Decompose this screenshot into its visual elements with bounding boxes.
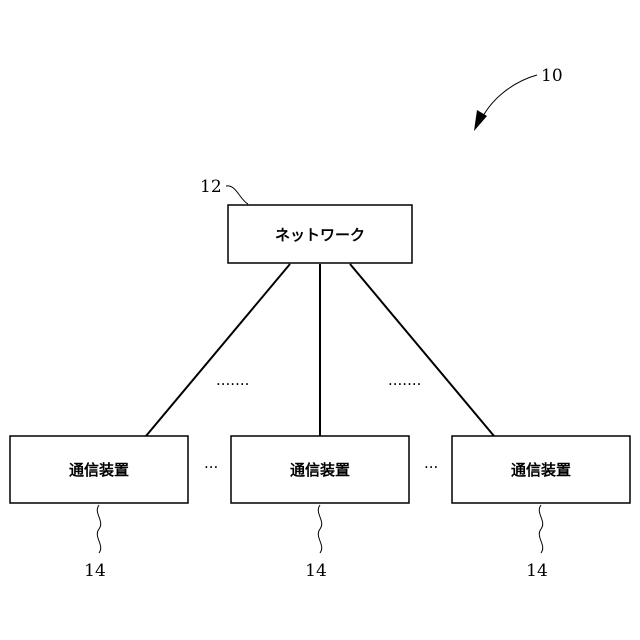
system-reference-number: 10 xyxy=(541,66,563,86)
device-label-3: 通信装置 xyxy=(511,461,571,479)
device-reference-leader-3 xyxy=(539,505,542,553)
device-reference-number-1: 14 xyxy=(84,561,106,581)
device-reference-leader-1 xyxy=(97,505,100,553)
ellipsis-between-lines-left: ....... xyxy=(216,371,249,389)
device-reference-number-2: 14 xyxy=(305,561,327,581)
device-label-1: 通信装置 xyxy=(69,461,129,479)
network-reference-number: 12 xyxy=(200,177,222,197)
network-label: ネットワーク xyxy=(275,226,365,244)
ellipsis-between-devices-right: ... xyxy=(424,454,438,472)
ellipsis-between-devices-left: ... xyxy=(204,454,218,472)
connection-line-left xyxy=(146,264,290,436)
connection-line-right xyxy=(350,264,494,436)
network-reference-leader xyxy=(226,186,248,204)
device-reference-number-3: 14 xyxy=(526,561,548,581)
device-node-2: 通信装置 14 xyxy=(231,436,409,581)
system-reference: 10 xyxy=(474,66,563,131)
ellipsis-between-lines-right: ....... xyxy=(388,371,421,389)
device-label-2: 通信装置 xyxy=(290,461,350,479)
device-node-1: 通信装置 14 xyxy=(10,436,188,581)
device-node-3: 通信装置 14 xyxy=(452,436,630,581)
network-node: ネットワーク 12 xyxy=(200,177,412,263)
device-reference-leader-2 xyxy=(318,505,321,553)
system-reference-arrow xyxy=(480,75,537,122)
